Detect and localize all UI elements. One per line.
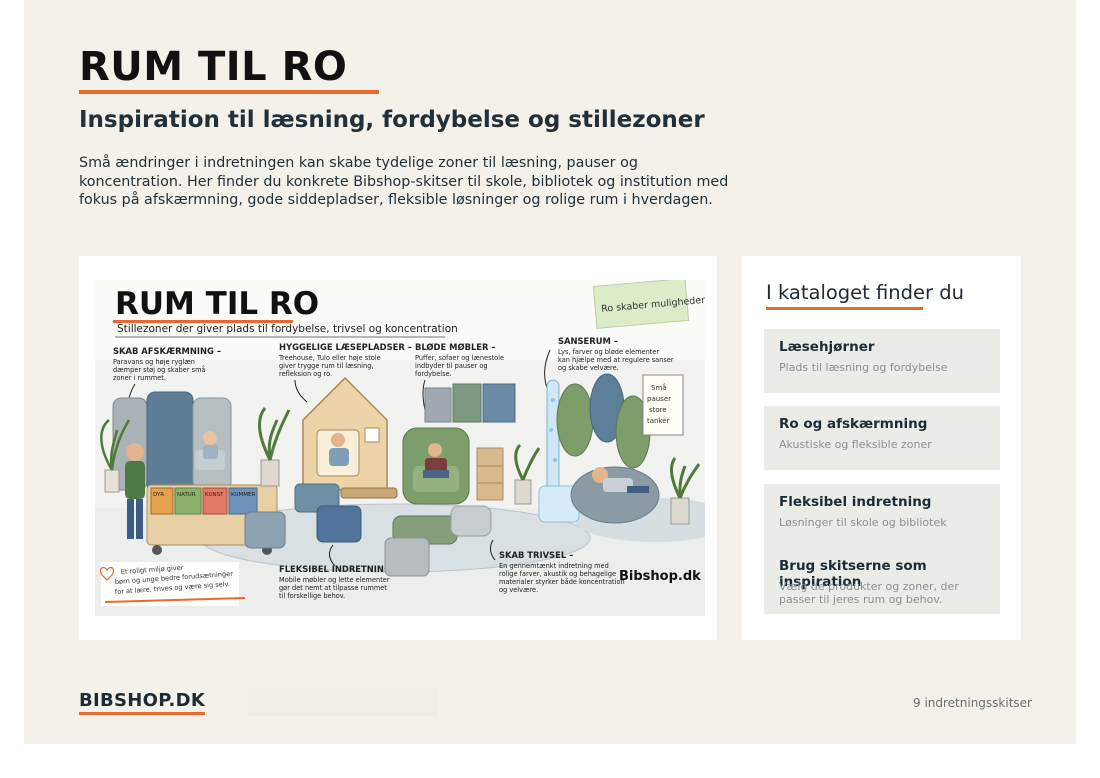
catalog-item-heading: Brug skitserne som inspiration <box>779 558 927 590</box>
catalog-item-text: Løsninger til skole og bibliotek <box>779 516 947 529</box>
svg-text:giver trygge rum til læsning,: giver trygge rum til læsning, <box>279 362 373 370</box>
svg-text:zoner i rummet.: zoner i rummet. <box>113 374 166 382</box>
svg-text:kan hjælpe med at regulere san: kan hjælpe med at regulere sanser <box>558 356 674 364</box>
svg-text:gør det nemt at tilpasse rumme: gør det nemt at tilpasse rummet <box>279 584 387 592</box>
svg-text:KUMMER: KUMMER <box>231 492 255 498</box>
svg-text:Puffer, sofaer og lænestole: Puffer, sofaer og lænestole <box>415 354 504 362</box>
svg-text:og velvære.: og velvære. <box>499 586 538 594</box>
annotation-bloede: BLØDE MØBLER – <box>415 342 496 352</box>
catalog-item-text: Vælg de produkter og zoner, der passer t… <box>779 580 959 606</box>
catalog-title: I kataloget finder du <box>766 281 964 304</box>
annotation-fleksibel: FLEKSIBEL INDRETNING – <box>279 564 398 574</box>
svg-text:Små: Små <box>651 383 667 392</box>
sketch-card: RUM TIL RO Stillezoner der giver plads t… <box>79 256 717 640</box>
catalog-item-heading: Fleksibel indretning <box>779 494 932 510</box>
catalog-item-inspiration: Brug skitserne som inspiration Vælg de p… <box>764 548 1000 614</box>
room-sketch: RUM TIL RO Stillezoner der giver plads t… <box>95 280 705 616</box>
footer-brand: BIBSHOP.DK <box>79 690 206 711</box>
catalog-item-fleksibel-indretning: Fleksibel indretning Løsninger til skole… <box>764 484 1000 548</box>
catalog-item-ro-og-afskaermning: Ro og afskærmning Akustiske og fleksible… <box>764 406 1000 470</box>
svg-text:rolige farver, akustik og beha: rolige farver, akustik og behagelige <box>499 570 616 578</box>
svg-text:og skabe velvære.: og skabe velvære. <box>558 364 619 372</box>
annotation-hyggelige: HYGGELIGE LÆSEPLADSER – <box>279 342 412 352</box>
page-title: RUM TIL RO <box>79 44 348 90</box>
page: RUM TIL RO Inspiration til læsning, ford… <box>24 0 1076 744</box>
title-underline <box>79 90 379 94</box>
svg-text:DYR: DYR <box>153 492 164 498</box>
sketch-illustration: RUM TIL RO Stillezoner der giver plads t… <box>95 280 705 616</box>
svg-text:KUNST: KUNST <box>205 492 224 498</box>
svg-text:En gennemtænkt indretning med: En gennemtænkt indretning med <box>499 562 609 570</box>
svg-text:pauser: pauser <box>647 395 671 403</box>
footer-brand-underline <box>79 712 205 715</box>
sketch-subtitle: Stillezoner der giver plads til fordybel… <box>117 323 458 335</box>
catalog-item-laesehjoerner: Læsehjørner Plads til læsning og fordybe… <box>764 329 1000 393</box>
annotation-skab-afskaermning: SKAB AFSKÆRMNING – <box>113 346 221 356</box>
annotation-sanserum: SANSERUM – <box>558 336 618 346</box>
catalog-item-text: Plads til læsning og fordybelse <box>779 361 948 374</box>
sketch-title: RUM TIL RO <box>115 286 319 322</box>
svg-text:tanker: tanker <box>647 417 670 425</box>
catalog-item-text: Akustiske og fleksible zoner <box>779 438 932 451</box>
svg-text:NATUR: NATUR <box>177 492 196 498</box>
svg-text:Mobile møbler og lette element: Mobile møbler og lette elementer <box>279 576 390 584</box>
svg-text:Treehouse, Tulo eller høje sto: Treehouse, Tulo eller høje stole <box>278 354 381 362</box>
svg-text:Paravans og høje ryglæn: Paravans og høje ryglæn <box>113 358 195 366</box>
catalog-item-heading: Ro og afskærmning <box>779 416 928 432</box>
intro-paragraph: Små ændringer i indretningen kan skabe t… <box>79 155 729 208</box>
catalog-item-heading: Læsehjørner <box>779 339 875 355</box>
svg-text:refleksion og ro.: refleksion og ro. <box>279 370 332 378</box>
svg-text:store: store <box>649 406 667 414</box>
catalog-title-underline <box>766 307 923 310</box>
page-count: 9 indretningsskitser <box>913 696 1032 710</box>
svg-text:Lys, farver og bløde elementer: Lys, farver og bløde elementer <box>558 348 659 356</box>
sketch-brand: Bibshop.dk <box>619 569 701 584</box>
page-subtitle: Inspiration til læsning, fordybelse og s… <box>79 107 705 133</box>
svg-text:indbyder til pauser og: indbyder til pauser og <box>415 362 488 370</box>
svg-text:fordybelse.: fordybelse. <box>415 370 452 378</box>
catalog-card: I kataloget finder du Læsehjørner Plads … <box>742 256 1021 640</box>
svg-text:dæmper støj og skaber små: dæmper støj og skaber små <box>113 365 206 374</box>
footer-placeholder <box>248 688 438 716</box>
svg-text:materialer styrker både koncen: materialer styrker både koncentration <box>499 577 625 586</box>
annotation-trivsel: SKAB TRIVSEL – <box>499 550 573 560</box>
svg-text:til forskellige behov.: til forskellige behov. <box>279 592 345 600</box>
